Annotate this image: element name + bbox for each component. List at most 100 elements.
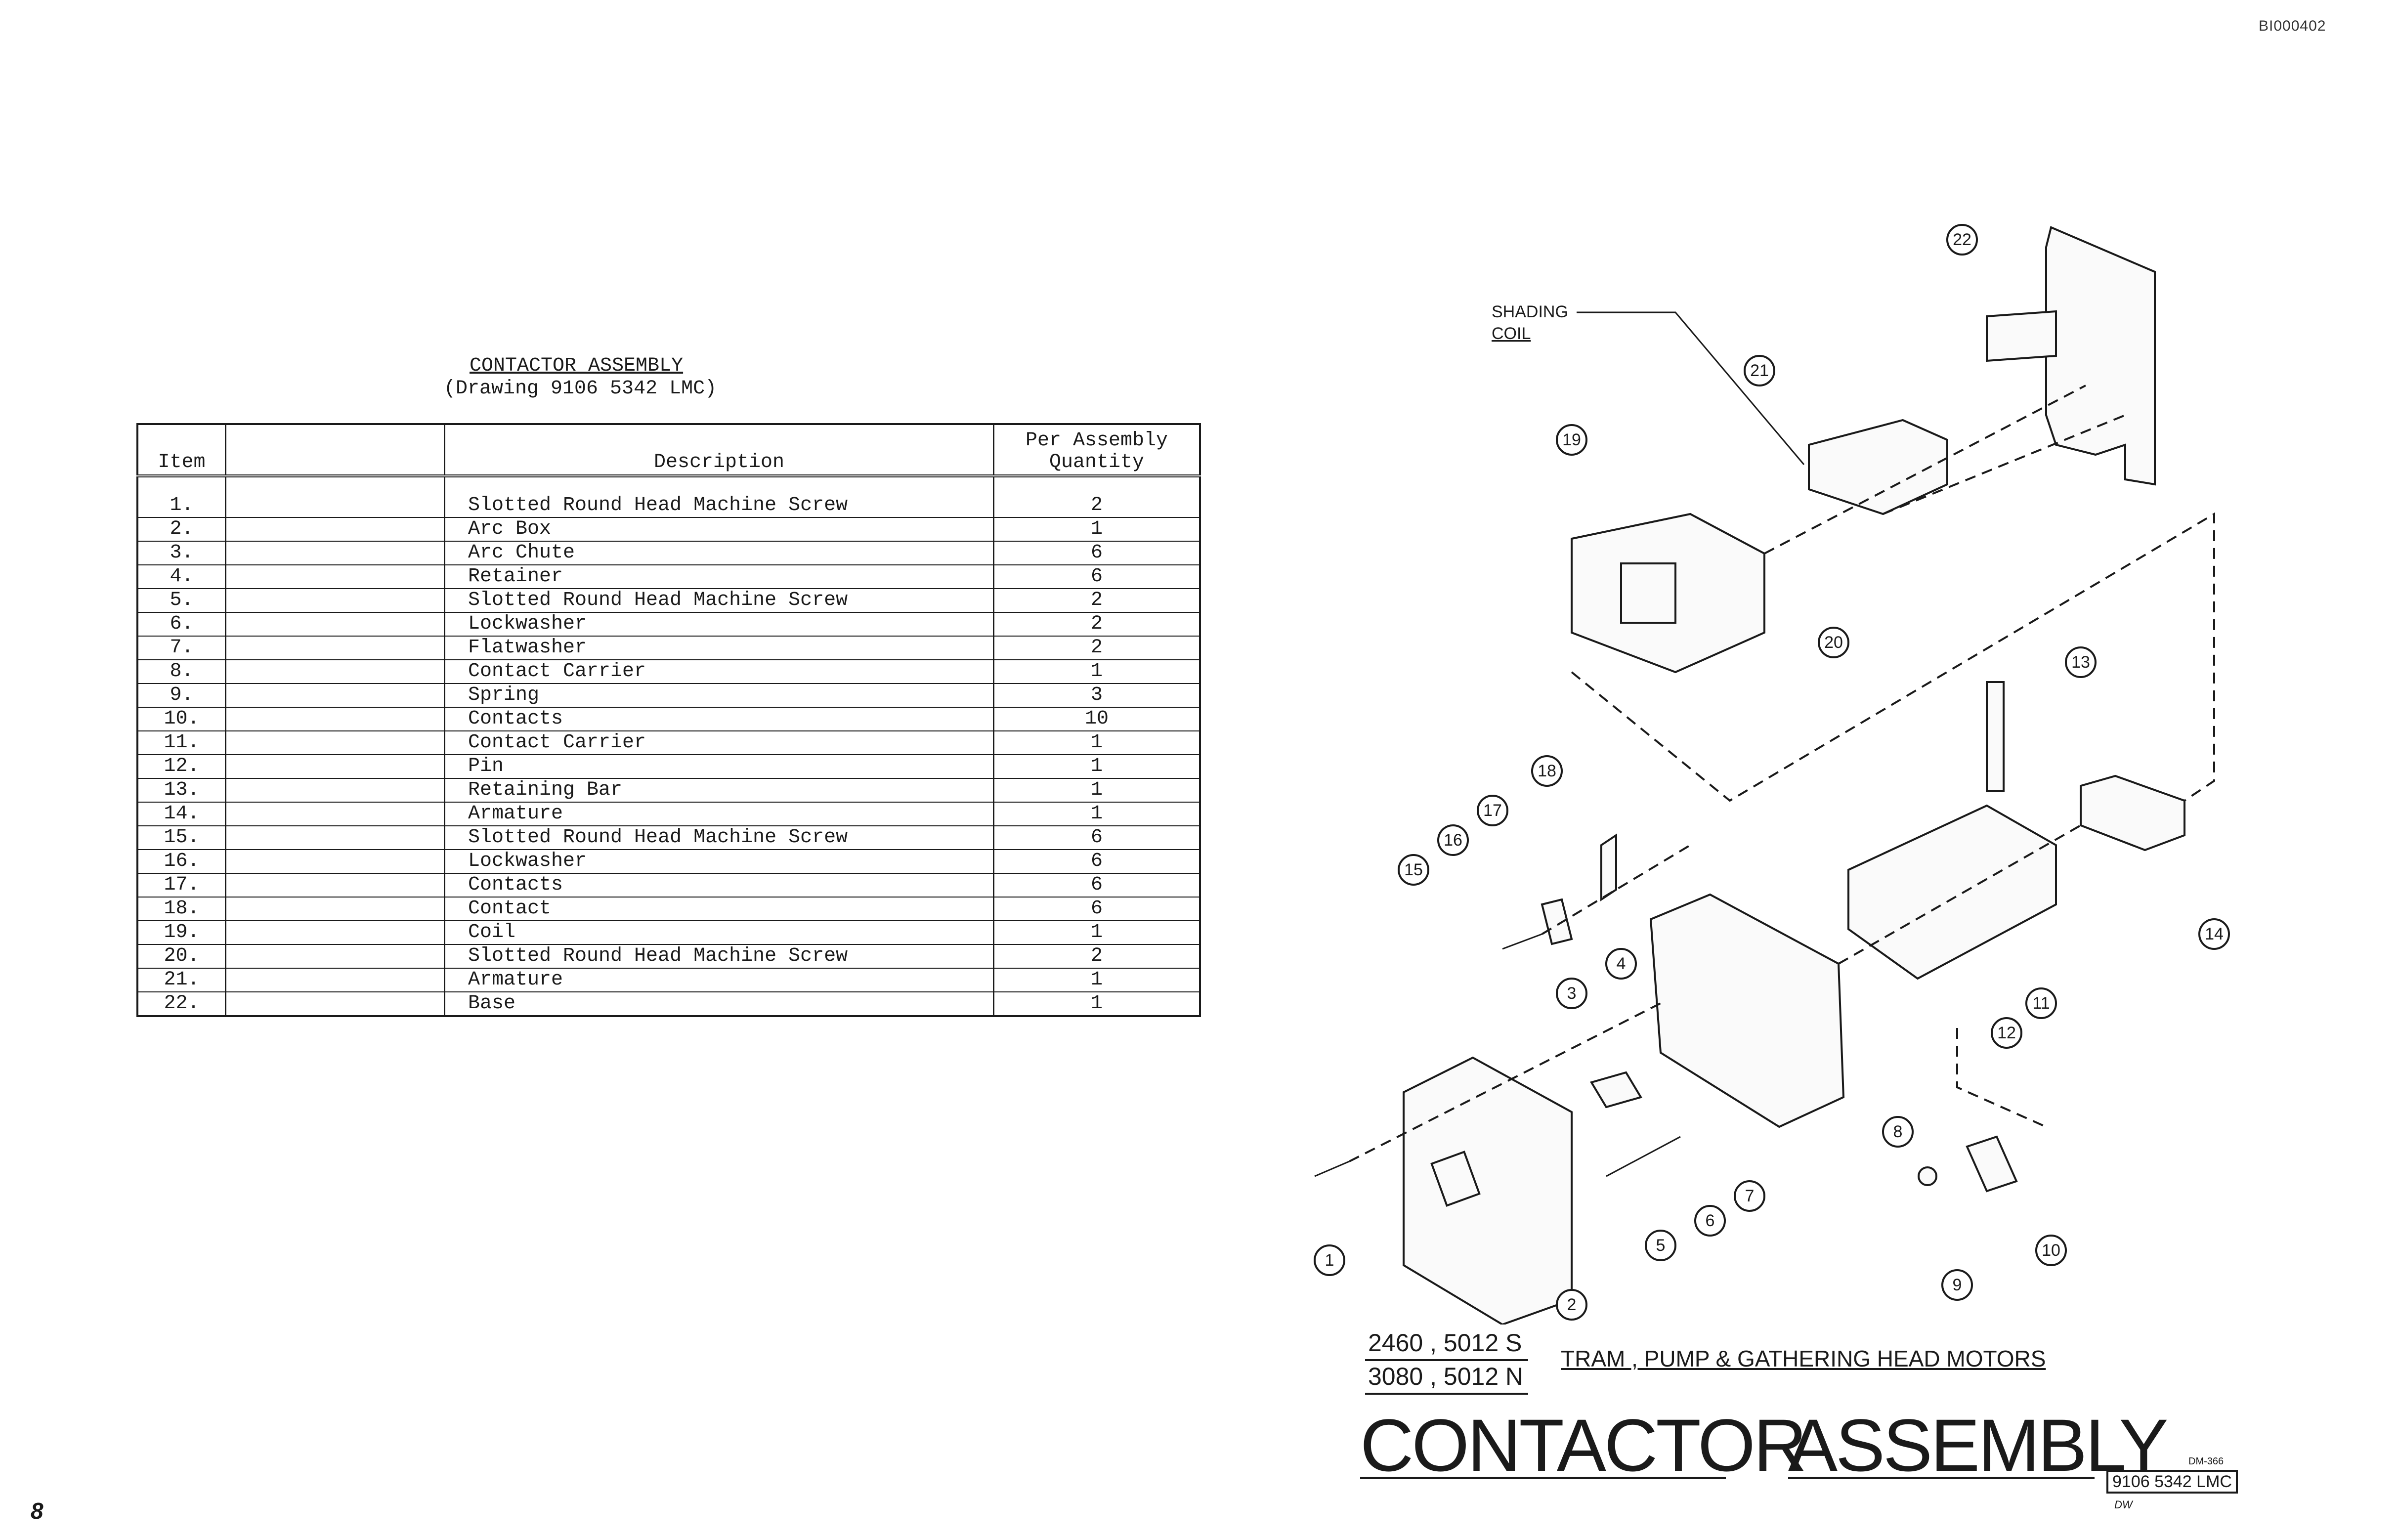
row-blank bbox=[225, 476, 445, 518]
model-rule-2 bbox=[1365, 1393, 1528, 1395]
row-blank bbox=[225, 968, 445, 992]
row-description: Contacts bbox=[444, 873, 994, 898]
callout-number: 21 bbox=[1750, 361, 1769, 380]
row-description: Contacts bbox=[444, 707, 994, 731]
shading-leader bbox=[1577, 311, 1805, 465]
callout-number: 22 bbox=[1953, 230, 1971, 249]
row-item: 19. bbox=[136, 921, 226, 945]
callout-circle bbox=[1556, 1289, 1587, 1321]
row-blank bbox=[225, 731, 445, 755]
callout-number: 7 bbox=[1745, 1187, 1755, 1205]
callout-19: 19 bbox=[1556, 424, 1587, 456]
row-description: Slotted Round Head Machine Screw bbox=[444, 476, 994, 518]
row-item: 13. bbox=[136, 778, 226, 803]
row-description: Slotted Round Head Machine Screw bbox=[444, 826, 994, 850]
row-quantity: 6 bbox=[993, 850, 1201, 874]
part-armature-top bbox=[1808, 419, 1948, 515]
callout-number: 9 bbox=[1953, 1276, 1962, 1294]
shading-label-line2: COIL bbox=[1492, 324, 1531, 343]
row-blank bbox=[225, 660, 445, 684]
row-description: Contact Carrier bbox=[444, 731, 994, 755]
callout-9: 9 bbox=[1941, 1269, 1973, 1301]
callout-6: 6 bbox=[1694, 1205, 1726, 1237]
row-blank bbox=[225, 707, 445, 731]
row-item: 6. bbox=[136, 612, 226, 637]
part-spring bbox=[1918, 1166, 1937, 1186]
part-contact-carrier-upper bbox=[1847, 804, 2057, 980]
callout-number: 17 bbox=[1483, 801, 1502, 820]
row-description: Slotted Round Head Machine Screw bbox=[444, 589, 994, 613]
callout-1: 1 bbox=[1314, 1244, 1345, 1276]
callout-circle bbox=[1531, 755, 1563, 787]
row-blank bbox=[225, 992, 445, 1017]
title-rule-2 bbox=[1788, 1477, 2095, 1479]
row-description: Armature bbox=[444, 802, 994, 826]
callout-3: 3 bbox=[1556, 978, 1587, 1009]
assembly-line-5 bbox=[1838, 824, 2081, 965]
row-description: Arc Chute bbox=[444, 541, 994, 565]
callout-number: 4 bbox=[1617, 954, 1626, 973]
row-item: 12. bbox=[136, 755, 226, 779]
row-quantity: 6 bbox=[993, 565, 1201, 589]
callout-number: 5 bbox=[1656, 1236, 1666, 1255]
callout-circle bbox=[1818, 627, 1849, 658]
callout-circle bbox=[2065, 646, 2097, 678]
row-item: 21. bbox=[136, 968, 226, 992]
callout-11: 11 bbox=[2025, 987, 2057, 1019]
row-description: Coil bbox=[444, 921, 994, 945]
part-arc-chute bbox=[1589, 1071, 1643, 1109]
callout-15: 15 bbox=[1398, 854, 1429, 886]
model-line-2: 3080 , 5012 N bbox=[1368, 1363, 1524, 1390]
callout-number: 8 bbox=[1893, 1122, 1903, 1141]
row-blank bbox=[225, 517, 445, 542]
page-number: 8 bbox=[31, 1498, 43, 1524]
row-item: 18. bbox=[136, 897, 226, 921]
row-description: Pin bbox=[444, 755, 994, 779]
row-item: 9. bbox=[136, 684, 226, 708]
row-blank bbox=[225, 850, 445, 874]
table-subtitle: (Drawing 9106 5342 LMC) bbox=[444, 378, 717, 400]
row-item: 3. bbox=[136, 541, 226, 565]
callout-circle bbox=[1556, 424, 1587, 456]
callout-14: 14 bbox=[2198, 918, 2230, 950]
callout-number: 15 bbox=[1404, 860, 1423, 879]
row-item: 17. bbox=[136, 873, 226, 898]
row-item: 16. bbox=[136, 850, 226, 874]
callout-21: 21 bbox=[1744, 355, 1775, 386]
row-blank bbox=[225, 636, 445, 660]
callout-16: 16 bbox=[1437, 824, 1469, 856]
row-quantity: 1 bbox=[993, 778, 1201, 803]
row-quantity: 2 bbox=[993, 944, 1201, 969]
drawing-number: 9106 5342 LMC bbox=[2106, 1470, 2238, 1494]
dm-code: DM-366 bbox=[2188, 1456, 2224, 1467]
callout-number: 12 bbox=[1997, 1024, 2016, 1042]
row-quantity: 2 bbox=[993, 612, 1201, 637]
part-contacts-17 bbox=[1541, 898, 1573, 945]
callout-22: 22 bbox=[1946, 224, 1978, 256]
callout-number: 10 bbox=[2042, 1241, 2060, 1260]
callout-8: 8 bbox=[1882, 1116, 1914, 1148]
callout-circle bbox=[1605, 948, 1637, 980]
row-item: 2. bbox=[136, 517, 226, 542]
row-description: Arc Box bbox=[444, 517, 994, 542]
callout-circle bbox=[1744, 355, 1775, 386]
dw-mark: DW bbox=[2114, 1498, 2133, 1511]
row-description: Base bbox=[444, 992, 994, 1017]
part-base bbox=[2045, 226, 2156, 486]
callout-4: 4 bbox=[1605, 948, 1637, 980]
row-quantity: 3 bbox=[993, 684, 1201, 708]
